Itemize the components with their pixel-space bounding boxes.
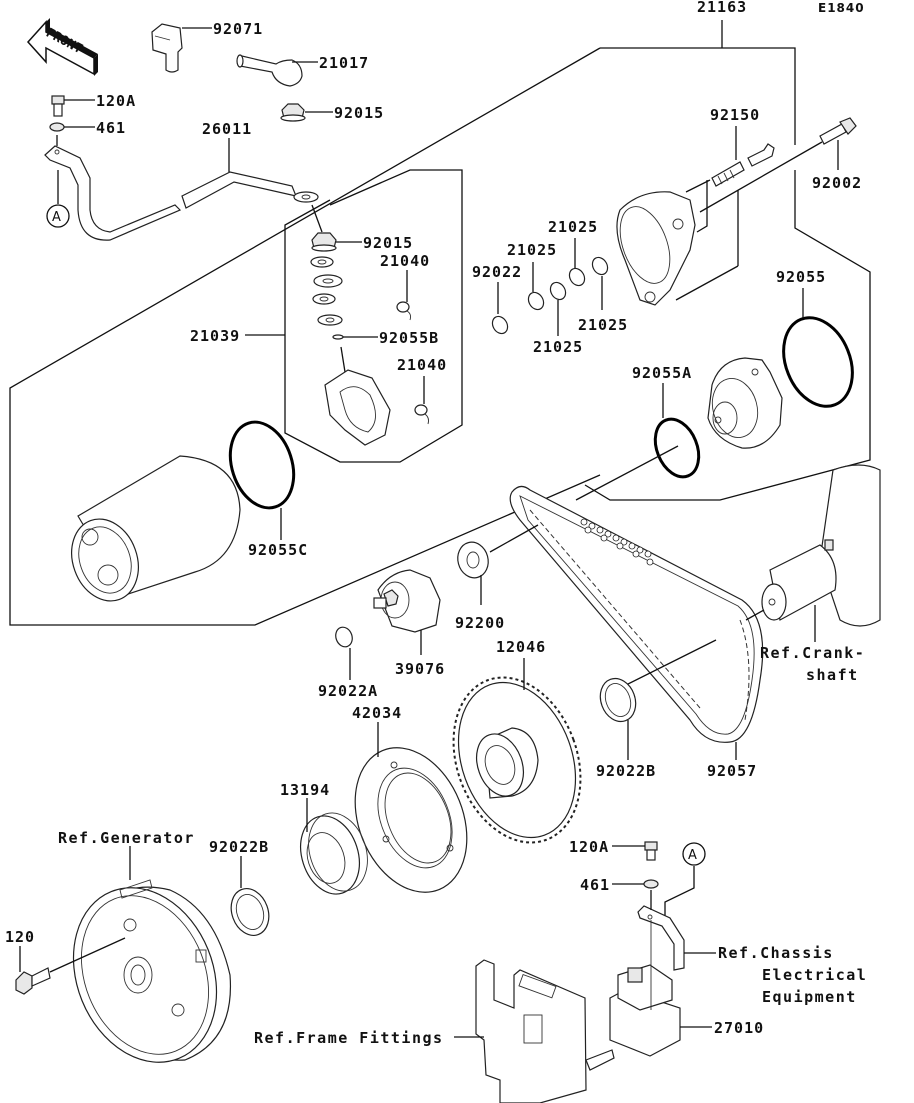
label-92022B-right: 92022B xyxy=(596,762,656,780)
label-21025-d: 21025 xyxy=(578,316,628,334)
svg-text:A: A xyxy=(52,210,61,225)
label-120A-bottom: 120A xyxy=(569,838,609,856)
part-92150-pin-spring[interactable] xyxy=(711,143,775,187)
label-92055C: 92055C xyxy=(248,541,308,559)
label-21039: 21039 xyxy=(190,327,240,345)
ref-generator: Ref.Generator xyxy=(58,829,195,847)
part-92055-oring[interactable] xyxy=(771,307,865,416)
part-crankshaft-ref xyxy=(761,464,881,627)
part-120A-bolt[interactable] xyxy=(51,95,65,117)
label-92022A: 92022A xyxy=(318,682,378,700)
label-92015-mid: 92015 xyxy=(363,234,413,252)
label-12046: 12046 xyxy=(496,638,546,656)
ref-crankshaft-line2: shaft xyxy=(806,666,859,684)
label-39076: 39076 xyxy=(395,660,445,678)
label-92071: 92071 xyxy=(213,20,263,38)
part-92200-washer[interactable] xyxy=(454,539,492,582)
part-42034-clutch-housing[interactable] xyxy=(335,731,488,909)
washer-stack[interactable] xyxy=(310,256,343,326)
label-21040-b: 21040 xyxy=(397,356,447,374)
part-92055C-oring[interactable] xyxy=(220,414,304,516)
part-92022-washer[interactable] xyxy=(489,314,510,337)
part-92002-bolt[interactable] xyxy=(819,117,857,145)
part-brush-plate[interactable] xyxy=(324,346,391,446)
subassembly-outline-21039 xyxy=(284,169,463,463)
label-120: 120 xyxy=(5,928,35,946)
ref-chassis-line2: Electrical xyxy=(762,966,867,984)
part-ground-bracket xyxy=(637,905,685,971)
callout-a-bottom: A xyxy=(682,842,706,866)
ref-frame-fittings: Ref.Frame Fittings xyxy=(254,1029,444,1047)
label-27010: 27010 xyxy=(714,1019,764,1037)
part-461-washer[interactable] xyxy=(49,122,65,132)
part-92055A-oring[interactable] xyxy=(647,413,707,484)
part-27010-starter-relay[interactable] xyxy=(609,920,681,1057)
part-92015-nut-mid[interactable] xyxy=(311,232,337,252)
part-92057-chain[interactable] xyxy=(509,485,764,743)
part-461-washer-bottom[interactable] xyxy=(643,879,659,889)
part-26011-cable[interactable] xyxy=(44,145,319,241)
part-21040-clip-a[interactable] xyxy=(396,301,412,321)
label-92022B-left: 92022B xyxy=(209,838,269,856)
label-21017: 21017 xyxy=(319,54,369,72)
label-92055B: 92055B xyxy=(379,329,439,347)
part-generator-rotor-ref xyxy=(72,879,232,1063)
label-21025-c: 21025 xyxy=(533,338,583,356)
label-92022: 92022 xyxy=(472,263,522,281)
ref-chassis-line1: Ref.Chassis xyxy=(718,944,834,962)
label-92015-top: 92015 xyxy=(334,104,384,122)
label-26011: 26011 xyxy=(202,120,252,138)
part-92022A-washer[interactable] xyxy=(333,625,355,649)
part-120-bolt[interactable] xyxy=(15,967,51,995)
label-21040-a: 21040 xyxy=(380,252,430,270)
label-461-top: 461 xyxy=(96,119,126,137)
svg-text:A: A xyxy=(688,848,697,863)
label-92002: 92002 xyxy=(812,174,862,192)
callout-a-top: A xyxy=(46,204,70,228)
label-21025-a: 21025 xyxy=(548,218,598,236)
assembly-outline-21163 xyxy=(9,20,871,626)
part-120A-bolt-bottom[interactable] xyxy=(644,841,658,861)
label-120A-top: 120A xyxy=(96,92,136,110)
part-rear-housing[interactable] xyxy=(611,191,696,306)
label-92055: 92055 xyxy=(776,268,826,286)
part-12046-starter-gear[interactable] xyxy=(432,660,603,861)
label-21163: 21163 xyxy=(697,0,747,16)
part-92055B-oring[interactable] xyxy=(332,334,344,340)
label-461-bottom: 461 xyxy=(580,876,610,894)
part-frame-fittings-ref xyxy=(475,959,615,1103)
part-92071-cap[interactable] xyxy=(151,23,183,73)
diagram-code: E1840 xyxy=(818,1,865,15)
label-42034: 42034 xyxy=(352,704,402,722)
ref-crankshaft-line1: Ref.Crank- xyxy=(760,644,865,662)
label-92057: 92057 xyxy=(707,762,757,780)
part-13194-one-way-clutch[interactable] xyxy=(291,805,377,901)
label-92150: 92150 xyxy=(710,106,760,124)
label-13194: 13194 xyxy=(280,781,330,799)
shim-washers-21025[interactable] xyxy=(525,255,610,313)
label-92200: 92200 xyxy=(455,614,505,632)
part-21040-clip-b[interactable] xyxy=(414,404,430,425)
part-21017-boot[interactable] xyxy=(236,54,303,87)
front-arrow-icon: FRONT xyxy=(26,18,98,76)
part-39076-idler-gear[interactable] xyxy=(373,569,441,633)
part-92022B-washer-left[interactable] xyxy=(225,883,275,940)
part-92015-nut[interactable] xyxy=(280,103,306,122)
label-21025-b: 21025 xyxy=(507,241,557,259)
ref-chassis-line3: Equipment xyxy=(762,988,857,1006)
part-92022B-washer-right[interactable] xyxy=(595,674,642,727)
label-92055A: 92055A xyxy=(632,364,692,382)
part-motor-yoke[interactable] xyxy=(61,455,241,610)
part-front-cover[interactable] xyxy=(706,357,783,449)
